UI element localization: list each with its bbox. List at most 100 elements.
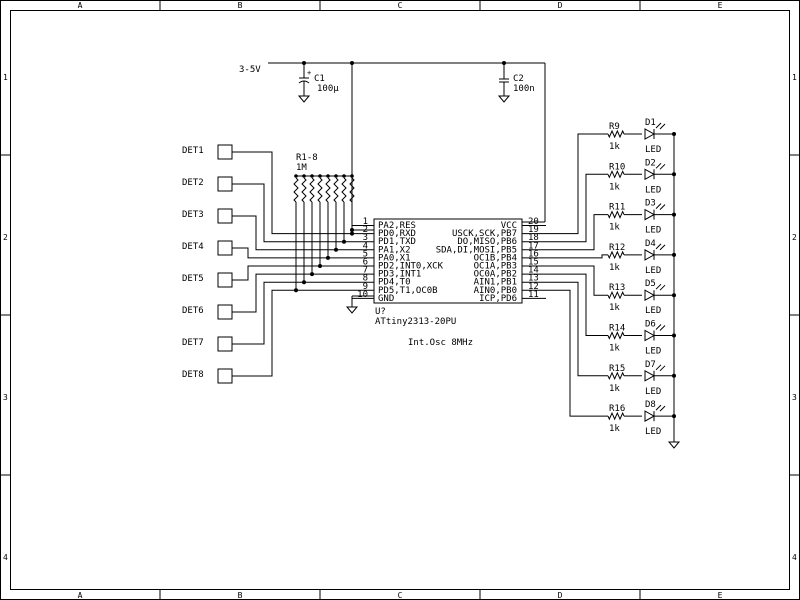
row-marker-right: 4 xyxy=(792,553,797,562)
led-ref: D7 xyxy=(645,360,656,370)
led-value: LED xyxy=(645,347,661,357)
detector-pad xyxy=(217,144,233,160)
row-marker-right: 2 xyxy=(792,233,797,242)
pullup-array: R1-8 1M xyxy=(293,153,355,203)
pullup-ref: R1-8 xyxy=(296,153,318,163)
chip-note: Int.Osc 8MHz xyxy=(408,338,473,348)
c2-ref: C2 xyxy=(513,74,524,84)
column-marker-top: C xyxy=(398,1,403,10)
capacitor-c1: + C1 100µ xyxy=(297,63,339,103)
led-value: LED xyxy=(645,266,661,276)
led-icon xyxy=(644,289,656,302)
pin-name: DO,MISO,PB6 xyxy=(457,237,517,247)
column-marker-bottom: D xyxy=(558,591,563,600)
pin-name: VCC xyxy=(501,221,517,231)
pin-name: PD2,INT0,XCK xyxy=(378,262,444,272)
inner-border xyxy=(10,10,790,590)
led-value: LED xyxy=(645,145,661,155)
led-value: LED xyxy=(645,226,661,236)
row-marker-left: 3 xyxy=(3,393,8,402)
detector-label: DET4 xyxy=(182,242,204,252)
pin-number: 18 xyxy=(528,233,539,243)
pin-name: OC1B,PB4 xyxy=(474,253,517,263)
pin-name: SDA,DI,MOSI,PB5 xyxy=(436,245,517,255)
pin-name: PD0,RXD xyxy=(378,229,416,239)
resistor-ref: R13 xyxy=(609,283,625,293)
detector-label: DET7 xyxy=(182,338,204,348)
detector-pad xyxy=(217,240,233,256)
resistor-ref: R11 xyxy=(609,203,625,213)
led-icon xyxy=(644,410,656,422)
resistor-ref: R10 xyxy=(609,162,625,172)
pullup-value: 1M xyxy=(296,163,307,173)
resistor-ref: R12 xyxy=(609,243,625,253)
column-marker-top: A xyxy=(78,1,83,10)
pin-name: OC1A,PB3 xyxy=(474,262,517,272)
ground-icon xyxy=(497,95,511,103)
supply-label: 3-5V xyxy=(239,65,261,75)
resistor-value: 1k xyxy=(609,182,620,192)
led-ref: D4 xyxy=(645,239,656,249)
pin-name: PD5,T1,OC0B xyxy=(378,286,438,296)
led-icon xyxy=(644,329,656,342)
pin-name: PD1,TXD xyxy=(378,237,416,247)
resistor-ref: R16 xyxy=(609,404,625,414)
led-value: LED xyxy=(645,387,661,397)
pin-number: 11 xyxy=(528,290,539,300)
pin-name: GND xyxy=(378,294,394,304)
pin-number: 7 xyxy=(363,266,368,276)
led-ref: D6 xyxy=(645,320,656,330)
pin-number: 8 xyxy=(363,274,368,284)
resistor-value: 1k xyxy=(609,263,620,273)
led-outputs: R91kD1LEDR101kD2LEDR111kD3LEDR121kD4LEDR… xyxy=(546,118,681,449)
led-ref: D3 xyxy=(645,199,656,209)
resistor-value: 1k xyxy=(609,384,620,394)
pin-number: 6 xyxy=(363,258,368,268)
pin-name: PA0,X1 xyxy=(378,253,411,263)
pin-name: USCK,SCK,PB7 xyxy=(452,229,517,239)
led-value: LED xyxy=(645,185,661,195)
detector-pad xyxy=(217,176,233,192)
detector-pad xyxy=(217,304,233,320)
row-marker-right: 3 xyxy=(792,393,797,402)
resistor-value: 1k xyxy=(609,344,620,354)
pin-number: 10 xyxy=(357,290,368,300)
c2-value: 100n xyxy=(513,84,535,94)
ground-icon xyxy=(297,95,311,103)
resistor-value: 1k xyxy=(609,223,620,233)
pin-number: 16 xyxy=(528,249,539,259)
row-marker-left: 4 xyxy=(3,553,8,562)
pin-name: PA1,X2 xyxy=(378,245,411,255)
column-marker-bottom: B xyxy=(238,591,243,600)
row-marker-right: 1 xyxy=(792,73,797,82)
pin-number: 4 xyxy=(363,241,368,251)
detector-label: DET6 xyxy=(182,306,204,316)
c1-ref: C1 xyxy=(314,74,325,84)
resistor-value: 1k xyxy=(609,142,620,152)
pin-number: 12 xyxy=(528,282,539,292)
resistor-ref: R15 xyxy=(609,364,625,374)
column-marker-top: E xyxy=(718,1,723,10)
pin-number: 19 xyxy=(528,225,539,235)
pin-number: 20 xyxy=(528,217,539,227)
led-ref: D8 xyxy=(645,400,656,410)
svg-text:+: + xyxy=(307,69,311,77)
column-marker-top: B xyxy=(238,1,243,10)
c1-value: 100µ xyxy=(317,84,339,94)
led-icon xyxy=(644,128,656,140)
row-marker-left: 1 xyxy=(3,73,8,82)
resistor-value: 1k xyxy=(609,424,620,434)
pin-number: 2 xyxy=(363,225,368,235)
detector-label: DET5 xyxy=(182,274,204,284)
pin-name: AIN0,PB0 xyxy=(474,286,517,296)
ground-icon xyxy=(667,441,681,449)
detector-label: DET1 xyxy=(182,146,204,156)
pin-name: PD4,T0 xyxy=(378,278,411,288)
column-marker-top: D xyxy=(558,1,563,10)
pin-name: AIN1,PB1 xyxy=(474,278,517,288)
detector-label: DET3 xyxy=(182,210,204,220)
